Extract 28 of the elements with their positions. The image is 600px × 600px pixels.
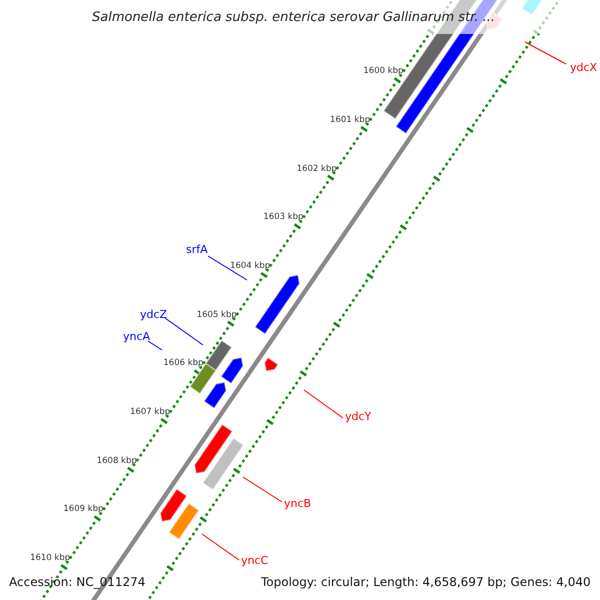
scale-label: 1610 kbp	[30, 554, 70, 563]
scale-label: 1606 kbp	[163, 359, 204, 368]
gene-label: yncA	[123, 331, 150, 342]
scale-label: 1605 kbp	[196, 310, 237, 320]
gene-label: ydcX	[570, 62, 598, 73]
accession-text: Accession: NC_011274	[9, 576, 146, 588]
scale-label: 1608 kbp	[96, 456, 137, 466]
leader-line	[242, 476, 282, 502]
scale-label: 1609 kbp	[63, 505, 104, 514]
leader-line	[164, 318, 204, 346]
scale-label: 1601 kbp	[330, 116, 370, 124]
scale-label: 1602 kbp	[296, 164, 337, 174]
scale-label: 1603 kbp	[263, 213, 304, 222]
gene-label: yncB	[284, 498, 312, 509]
leader-line	[208, 256, 248, 280]
leader-line	[202, 534, 240, 560]
topology-text: Topology: circular; Length: 4,658,697 bp; Genes: 4,040	[261, 576, 591, 588]
gene-label: yncC	[241, 555, 268, 566]
leader-line	[304, 390, 344, 418]
scale-label: 1604 kbp	[230, 262, 270, 271]
gene-label: srfA	[186, 244, 208, 255]
leader-line	[524, 42, 566, 64]
gene-label: ydcY	[345, 411, 372, 422]
scale-label: 1607 kbp	[130, 408, 170, 417]
leader-line	[148, 340, 162, 350]
gene-label: ydcZ	[140, 309, 168, 320]
scale-label: 1600 kbp	[363, 67, 404, 76]
map-title: Salmonella enterica subsp. enterica serovar Gallinarum str. ...	[92, 11, 495, 24]
